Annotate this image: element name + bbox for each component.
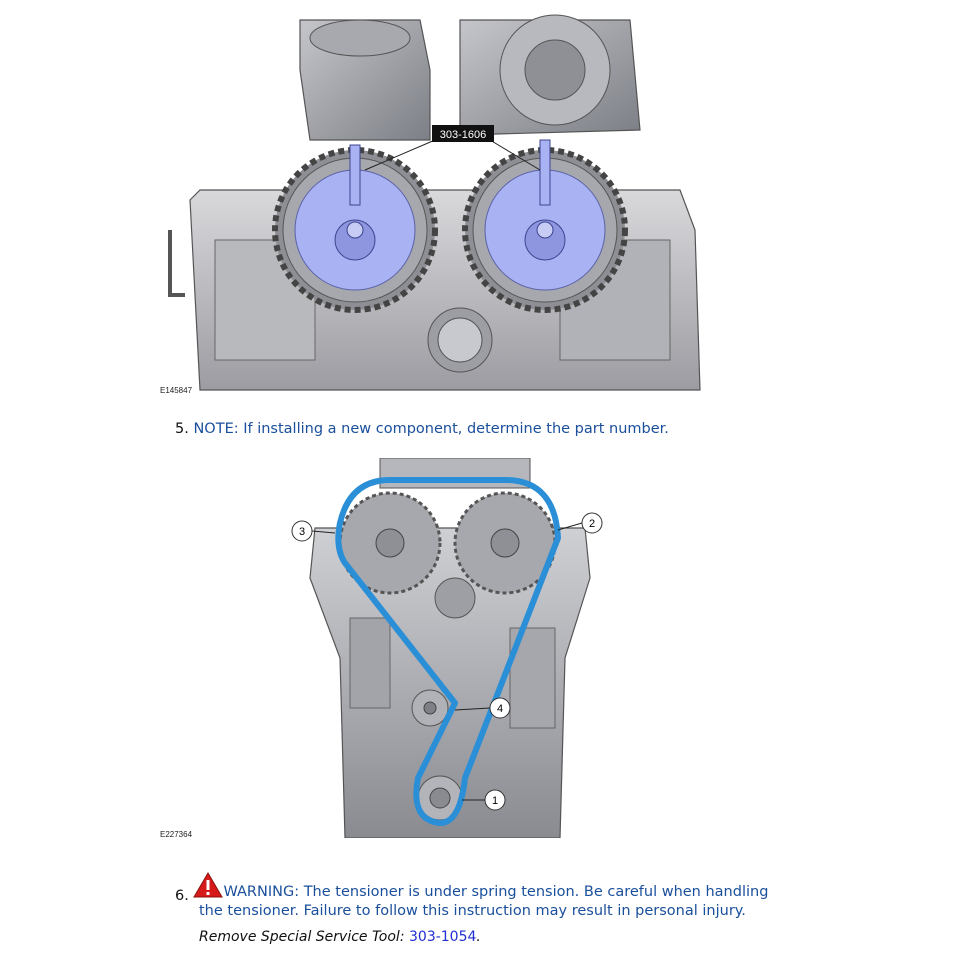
callout-3: 3 — [299, 526, 305, 538]
remove-tool-instruction: Remove Special Service Tool: 303-1054. — [199, 929, 481, 945]
warning-line-2-row: the tensioner. Failure to follow this in… — [199, 901, 746, 921]
warning-line-2: the tensioner. Failure to follow this in… — [199, 903, 746, 919]
remove-tool-label: Remove Special Service Tool: — [199, 929, 405, 945]
step-5-note: NOTE: If installing a new component, det… — [193, 421, 669, 437]
tool-callout-303-1606: 303-1606 — [440, 129, 487, 141]
remove-tool-suffix: . — [476, 929, 481, 945]
step-5: 5. NOTE: If installing a new component, … — [175, 419, 669, 439]
warning-icon — [193, 872, 224, 904]
callout-2: 2 — [589, 518, 595, 530]
figure-camshaft-locking-tool: 303-1606 — [160, 10, 720, 400]
figure2-id: E227364 — [160, 830, 193, 839]
callout-1: 1 — [492, 795, 498, 807]
figure-timing-belt: 3 2 4 1 — [290, 458, 610, 838]
step-6-number: 6. — [175, 888, 189, 904]
step-5-number: 5. — [175, 421, 189, 437]
tool-link-303-1054[interactable]: 303-1054 — [409, 929, 477, 945]
step-6: 6. WARNING: The tensioner is under sprin… — [175, 872, 875, 906]
warning-line-1: WARNING: The tensioner is under spring t… — [223, 884, 769, 900]
callout-4: 4 — [497, 703, 503, 715]
figure1-id: E145847 — [160, 386, 193, 395]
